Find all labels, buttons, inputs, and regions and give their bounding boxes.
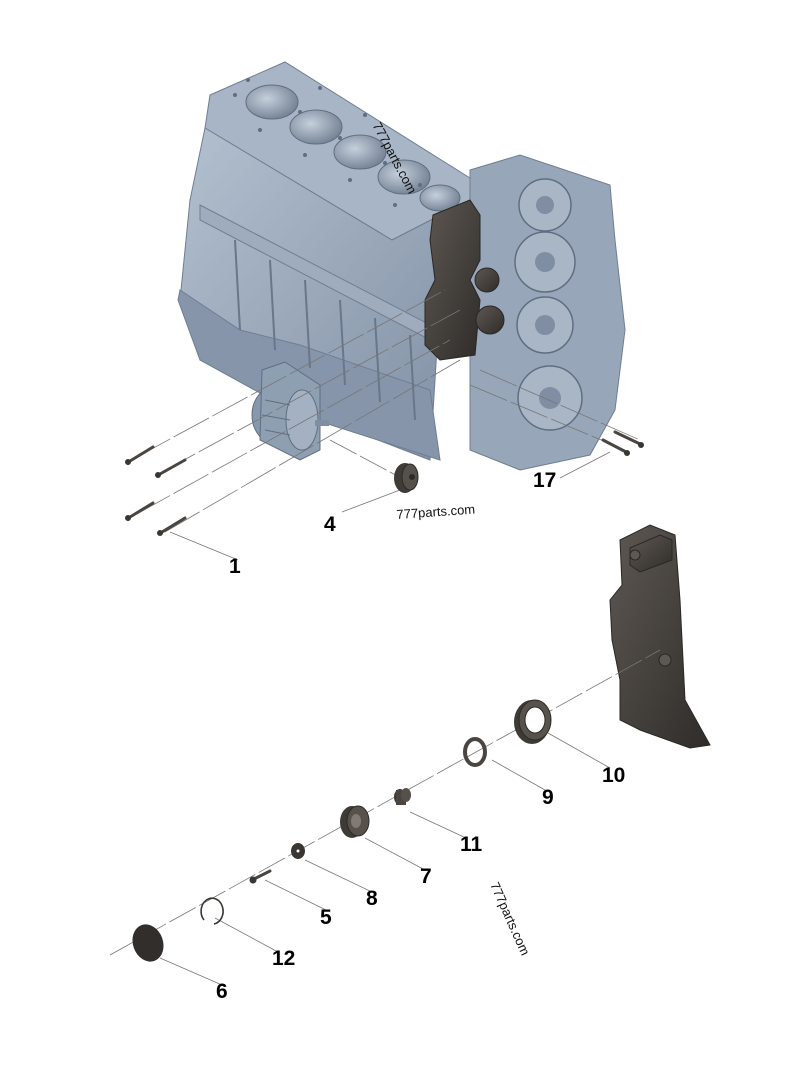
- bolts-item-1: [128, 445, 187, 534]
- callout-17: 17: [533, 469, 557, 492]
- callout-5: 5: [320, 906, 332, 929]
- cover-item-6: [132, 924, 164, 962]
- bearing-item-7: [340, 805, 370, 838]
- ring-nut-item-10: [514, 699, 552, 744]
- centerline-lower: [109, 649, 661, 986]
- pulley-item-4: [394, 463, 419, 493]
- alternator: [251, 361, 329, 461]
- plug-item-11: [394, 788, 411, 805]
- bolt-item-5: [249, 869, 272, 884]
- callout-8: 8: [366, 887, 378, 910]
- callout-7: 7: [420, 865, 432, 888]
- callout-11: 11: [460, 833, 483, 856]
- leader-lines-top: [134, 289, 641, 561]
- callout-10: 10: [602, 764, 626, 787]
- washer-item-8: [291, 843, 305, 859]
- callout-4: 4: [324, 513, 336, 536]
- bolts-item-17: [601, 430, 642, 454]
- seal-item-9: [463, 737, 487, 767]
- housing-bracket: [609, 524, 711, 749]
- callout-1: 1: [229, 555, 241, 578]
- engine-block: [177, 61, 626, 471]
- callout-12: 12: [272, 947, 296, 970]
- snap-ring-item-12: [200, 897, 224, 925]
- callout-9: 9: [542, 786, 554, 809]
- callout-6: 6: [216, 980, 228, 1003]
